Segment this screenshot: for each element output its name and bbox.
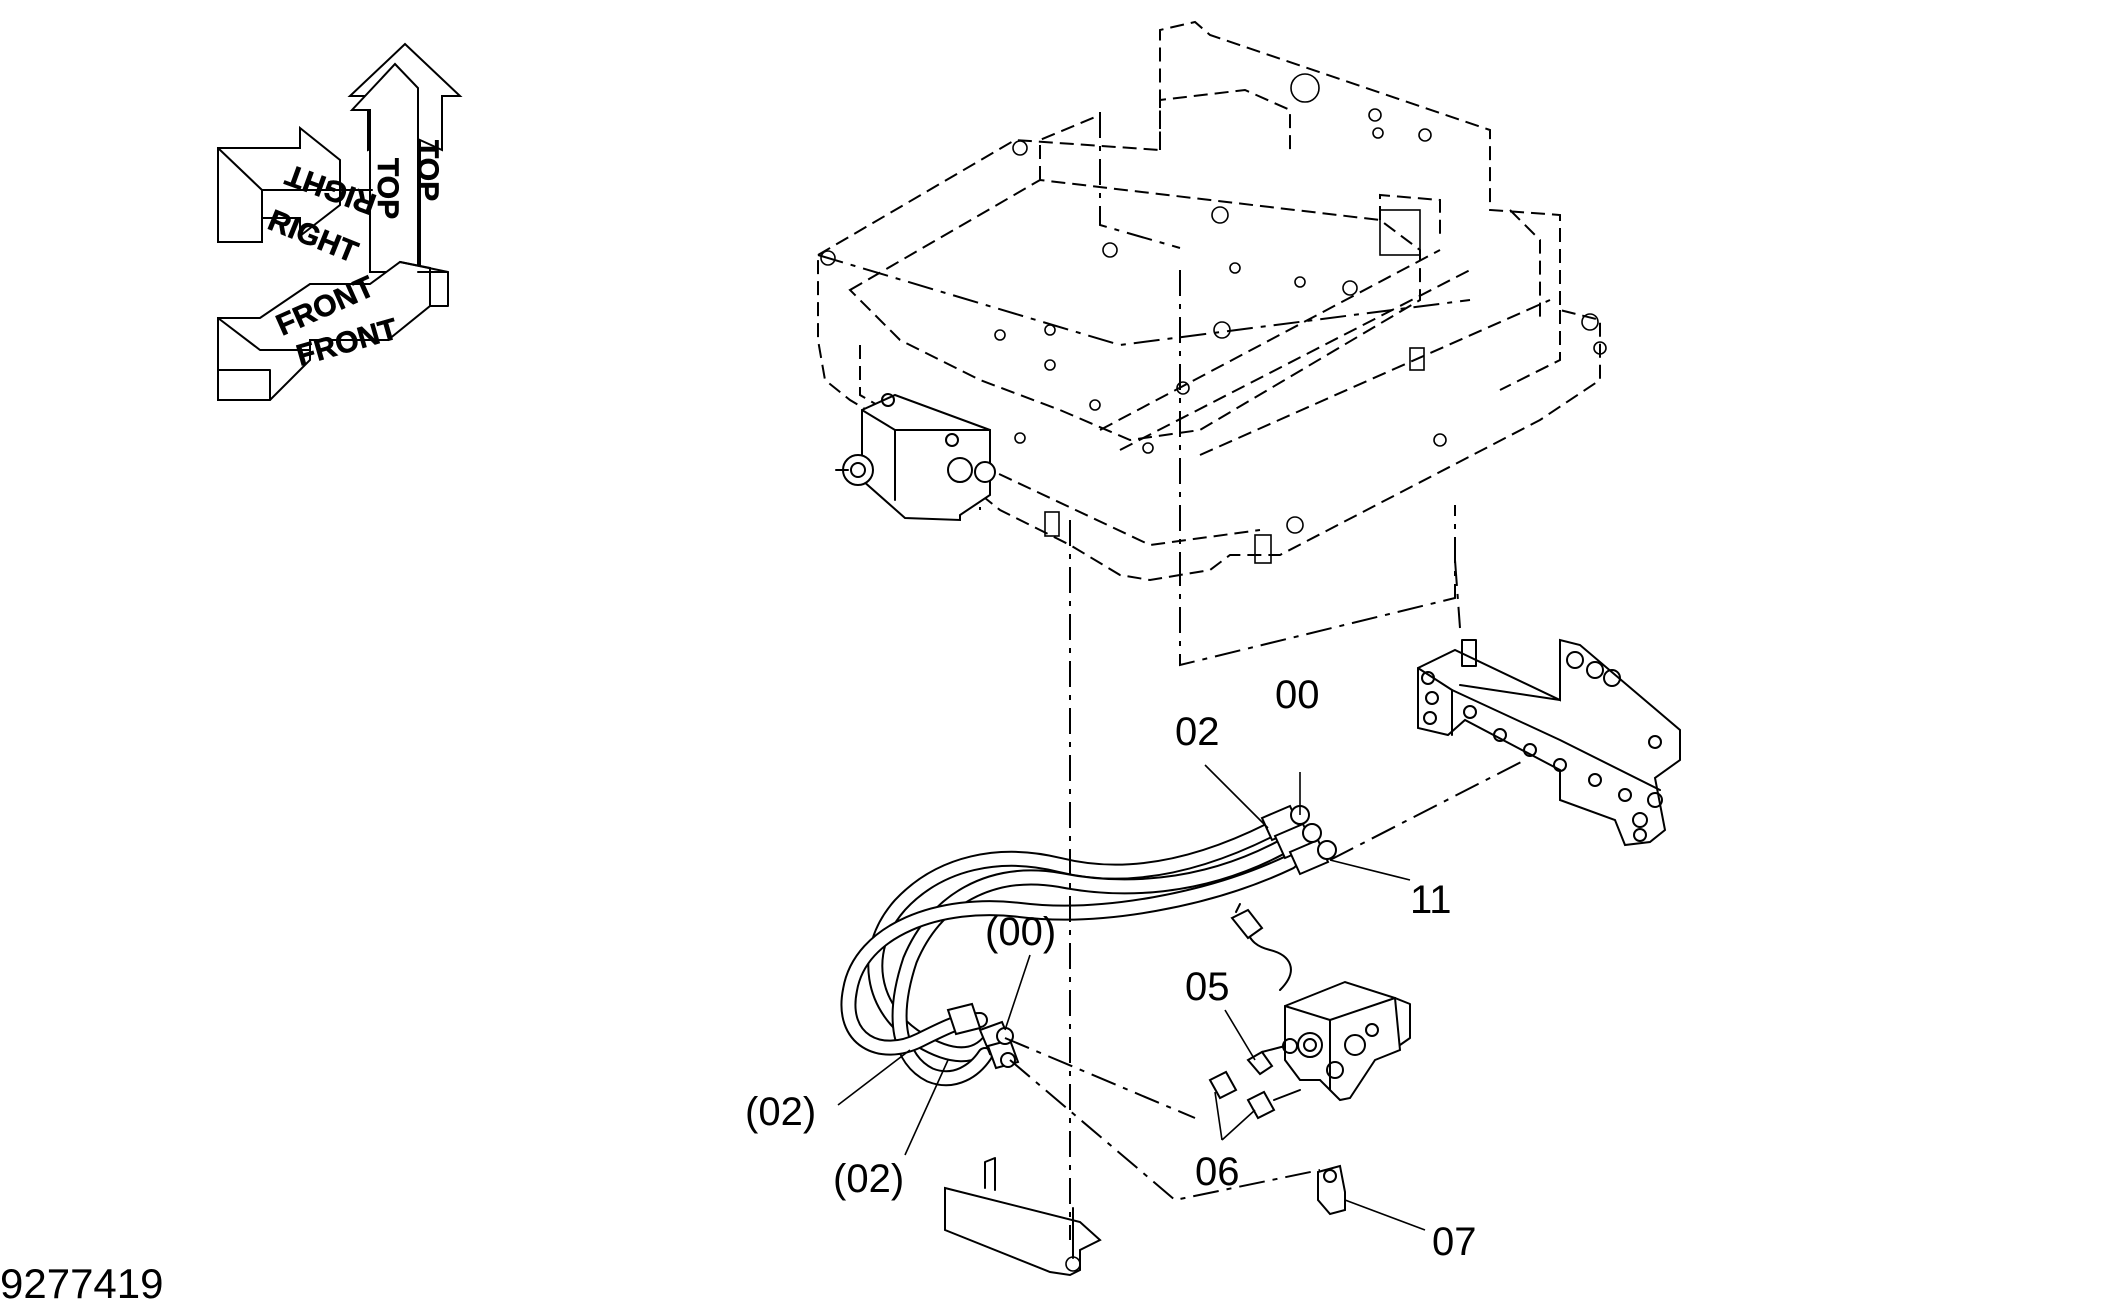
- top-label-mirror: TOP: [371, 158, 404, 219]
- fitting-05: [1246, 1045, 1286, 1076]
- callout-labels: 00 02 11 (00) 05 (02) (02) 06 07: [745, 673, 1477, 1264]
- callout-02-paren-b: (02): [833, 1157, 904, 1201]
- control-valve-assembly: [1417, 638, 1681, 847]
- valve-ports: [1421, 639, 1663, 842]
- callout-06: 06: [1195, 1150, 1240, 1194]
- callout-11: 11: [1410, 878, 1452, 922]
- bottom-bracket: [944, 1157, 1102, 1277]
- control-valve-body: [1417, 638, 1681, 847]
- fittings-06: [1208, 1070, 1301, 1120]
- elbow-fitting-07: [1317, 1164, 1346, 1216]
- callout-00-paren: (00): [985, 910, 1056, 954]
- floor-plate-assembly: [817, 20, 1607, 582]
- callout-02-paren-a: (02): [745, 1090, 816, 1134]
- solenoid-body: [1284, 980, 1402, 1102]
- leader-lines: [837, 764, 1426, 1231]
- figure-id: 9277419: [0, 1260, 164, 1307]
- left-valve-block: [835, 393, 996, 522]
- callout-02: 02: [1175, 710, 1220, 754]
- solenoid-valve-block: [1230, 903, 1411, 1102]
- orientation-arrows-icon: TOP TOP RIGHT RIGHT FRONT FRONT: [217, 42, 463, 401]
- callout-05: 05: [1185, 965, 1230, 1009]
- top-label: TOP: [411, 140, 444, 201]
- floor-deck: [848, 178, 1421, 442]
- wire-connector-icon: [1230, 908, 1264, 940]
- upper-hose-fittings: [1260, 804, 1337, 876]
- right-arrow-icon: [217, 125, 341, 243]
- front-arrow-icon: [217, 260, 431, 401]
- callout-07: 07: [1432, 1220, 1477, 1264]
- plate-bolts: [820, 73, 1607, 564]
- solenoid-wire: [1244, 929, 1292, 991]
- callout-00: 00: [1275, 673, 1320, 717]
- hydraulic-hoses: [840, 804, 1337, 1087]
- reference-lines: [1004, 505, 1526, 1240]
